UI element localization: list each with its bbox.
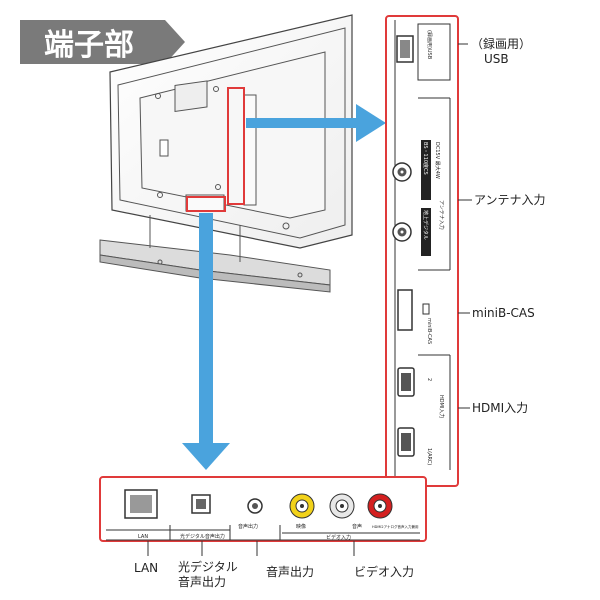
video-in-yellow bbox=[289, 493, 315, 519]
tv-bottom-terminal-highlight bbox=[186, 196, 226, 212]
antenna-in-printed-label: アンテナ入力 bbox=[438, 200, 445, 230]
hdmi-in-printed-label: HDMI入力 bbox=[438, 395, 445, 418]
audio-out-printed-label: 音声出力 bbox=[238, 523, 258, 530]
hdmi-port-1 bbox=[397, 427, 415, 457]
terrestrial-antenna-connector bbox=[392, 222, 412, 242]
tv-back-illustration bbox=[99, 14, 353, 293]
hdmi-port-2 bbox=[397, 367, 415, 397]
video-in-printed-label: ビデオ入力 bbox=[326, 534, 351, 541]
bs-cs-printed-label: BS・110度CS bbox=[422, 142, 429, 175]
optical-label: 光デジタル音声出力 bbox=[178, 559, 238, 589]
minib-printed-label: miniB-CAS bbox=[426, 318, 432, 344]
audio-in-red bbox=[367, 493, 393, 519]
hdmi-analog-printed-label: HDMI2アナログ音声入力兼用 bbox=[372, 524, 419, 529]
tv-side-terminal-highlight bbox=[227, 87, 245, 205]
hdmi-label: HDMI入力 bbox=[472, 401, 528, 415]
arrow-to-side-panel bbox=[246, 104, 386, 142]
page-title: 端子部 bbox=[44, 28, 134, 63]
video-printed-label: 映像 bbox=[296, 523, 306, 530]
usb-port bbox=[396, 35, 414, 63]
headphone-jack bbox=[247, 498, 263, 514]
audio-out-label: 音声出力 bbox=[266, 564, 314, 579]
arrow-to-bottom-panel bbox=[182, 213, 230, 470]
audio-in-white bbox=[329, 493, 355, 519]
lan-port bbox=[124, 489, 158, 519]
minib-cas-label: miniB-CAS bbox=[472, 306, 535, 320]
bs-cs-sub-printed-label: DC15V 最大4W bbox=[434, 142, 441, 179]
optical-port bbox=[191, 494, 211, 514]
audio-printed-label: 音声 bbox=[352, 523, 362, 530]
bottom-terminal-panel bbox=[99, 476, 427, 542]
antenna-label: アンテナ入力 bbox=[474, 193, 546, 207]
video-in-label: ビデオ入力 bbox=[354, 564, 414, 579]
hdmi-2-printed-label: 2 bbox=[426, 378, 432, 381]
minib-cas-slot bbox=[397, 289, 430, 331]
optical-printed-label: 光デジタル音声出力 bbox=[180, 533, 225, 540]
hdmi-1-printed-label: 1(ARC) bbox=[426, 448, 432, 465]
usb-printed-label: (録画用)USB bbox=[426, 30, 433, 60]
terrestrial-printed-label: 地上デジタル bbox=[422, 210, 429, 240]
usb-label: （録画用）USB bbox=[471, 36, 531, 66]
lan-printed-label: LAN bbox=[138, 534, 148, 540]
bs-cs-antenna-connector bbox=[392, 162, 412, 182]
title-badge: 端子部 bbox=[20, 20, 185, 64]
lan-label: LAN bbox=[134, 561, 158, 575]
